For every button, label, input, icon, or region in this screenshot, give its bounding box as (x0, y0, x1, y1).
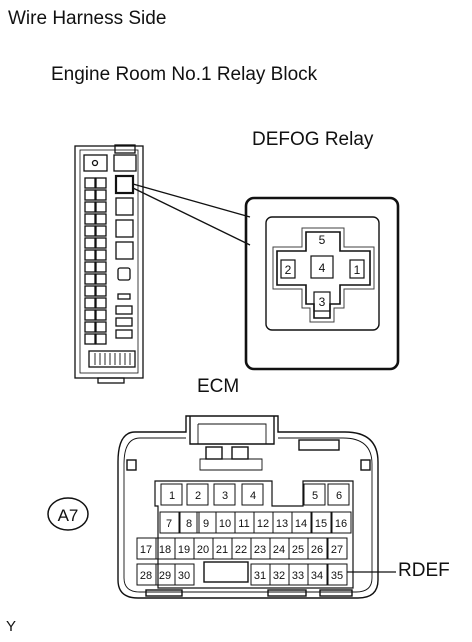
ecm-pin-labels: 1 2 3 4 5 6 7 8 9 10 11 12 13 14 15 16 1… (140, 490, 347, 582)
ecm-pin-31: 31 (254, 570, 266, 582)
relay-block (74, 144, 144, 384)
defog-relay-title: DEFOG Relay (252, 129, 374, 150)
ecm-pin-27: 27 (331, 544, 343, 556)
ecm-pin-15: 15 (315, 518, 327, 530)
ecm-pin-7: 7 (166, 518, 172, 530)
ecm-pin-20: 20 (197, 544, 209, 556)
ecm-pin-19: 19 (178, 544, 190, 556)
footer-code: Y (6, 618, 17, 635)
page-title: Wire Harness Side (8, 8, 167, 29)
ecm-pin-21: 21 (216, 544, 228, 556)
ecm-pin-17: 17 (140, 544, 152, 556)
ecm-pin-1: 1 (169, 490, 175, 502)
ecm-pin-35-cavity (327, 563, 348, 586)
relay-block-title: Engine Room No.1 Relay Block (51, 64, 318, 85)
ecm-pin-13: 13 (276, 518, 288, 530)
ecm-pin-29: 29 (159, 570, 171, 582)
fuse-grid (84, 177, 107, 345)
ecm-pin-5: 5 (312, 490, 318, 502)
connector-id-label: A7 (58, 506, 79, 525)
ecm-pin-3: 3 (222, 490, 228, 502)
ecm-pin-10: 10 (219, 518, 231, 530)
ecm-pin-28: 28 (140, 570, 152, 582)
ecm-pin-22: 22 (235, 544, 247, 556)
ecm-pin-9: 9 (203, 518, 209, 530)
ecm-pin-25: 25 (292, 544, 304, 556)
ecm-title: ECM (197, 376, 240, 397)
ecm-connector-body (117, 415, 379, 599)
ecm-pin-18: 18 (159, 544, 171, 556)
ecm-pin-grid (136, 483, 352, 586)
ecm-pin-24: 24 (273, 544, 285, 556)
ecm-pin-11: 11 (238, 518, 249, 530)
ecm-pin-33: 33 (292, 570, 304, 582)
ecm-pin-2: 2 (195, 490, 201, 502)
relay-pin-3: 3 (319, 295, 326, 309)
ecm-pin-14: 14 (295, 518, 307, 530)
ecm-pin-4: 4 (250, 490, 256, 502)
relay-pin-5: 5 (319, 233, 326, 247)
ecm-pin-26: 26 (311, 544, 323, 556)
relay-leader-lines (132, 183, 251, 246)
ecm-pin-35: 35 (331, 570, 343, 582)
ecm-pin-6: 6 (336, 490, 342, 502)
ecm-pin-34: 34 (311, 570, 323, 582)
defog-relay-cavity (114, 174, 135, 195)
relay-pin-2: 2 (285, 263, 292, 277)
connector-id-badge: A7 (47, 497, 89, 531)
ecm-pin-30: 30 (178, 570, 190, 582)
ecm-pin-12: 12 (257, 518, 269, 530)
relay-pin-1: 1 (354, 263, 361, 277)
rdef-callout-label: RDEF (398, 560, 450, 581)
ecm-pin-8: 8 (186, 518, 192, 530)
ecm-pin-23: 23 (254, 544, 266, 556)
relay-pin-4: 4 (319, 261, 326, 275)
ecm-pin-16: 16 (335, 518, 347, 530)
defog-relay-connector: 5 2 4 1 3 (244, 196, 400, 371)
ecm-pin-32: 32 (273, 570, 285, 582)
